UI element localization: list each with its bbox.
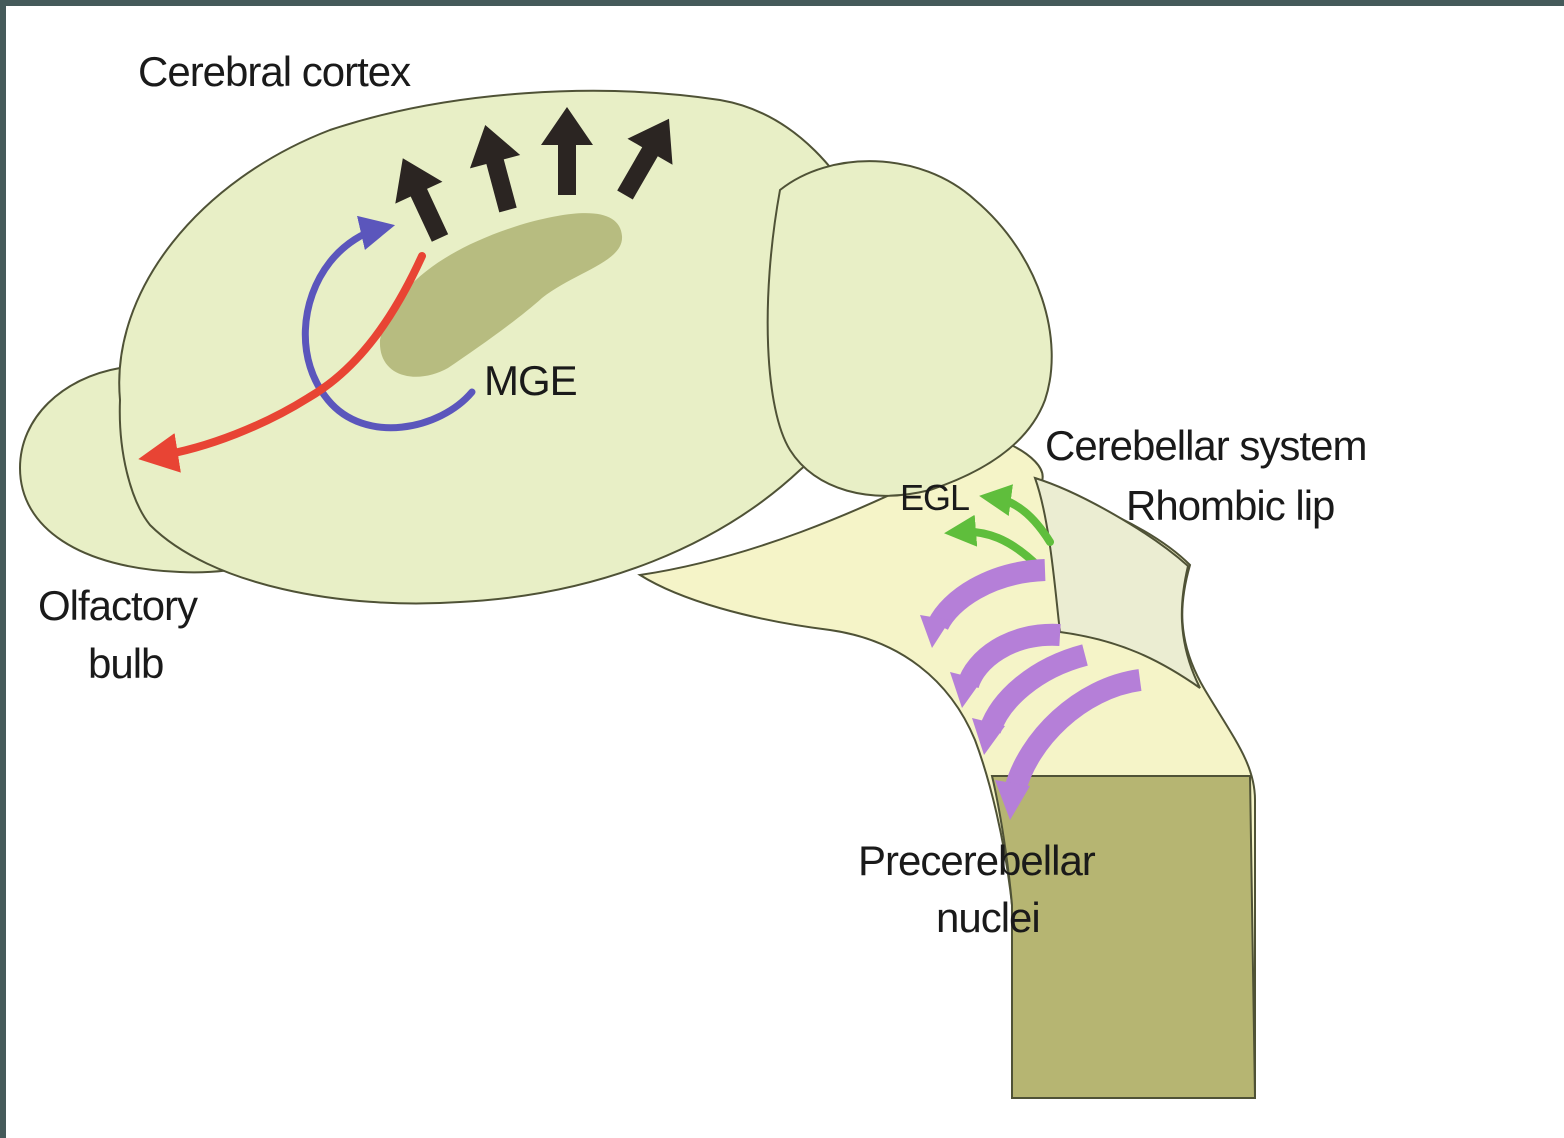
label-cerebral-cortex: Cerebral cortex: [138, 48, 411, 95]
frame-left: [0, 0, 6, 1138]
label-cerebellar-system: Cerebellar system: [1045, 422, 1366, 469]
label-egl: EGL: [900, 477, 969, 518]
frame-top: [0, 0, 1564, 6]
label-rhombic-lip: Rhombic lip: [1126, 482, 1334, 529]
label-olfactory-line2: bulb: [88, 640, 163, 687]
label-precerebellar-line1: Precerebellar: [858, 837, 1096, 884]
label-precerebellar-line2: nuclei: [936, 894, 1040, 941]
midbrain-lobe: [768, 161, 1052, 496]
label-mge: MGE: [484, 357, 577, 404]
label-olfactory-line1: Olfactory: [38, 582, 198, 629]
